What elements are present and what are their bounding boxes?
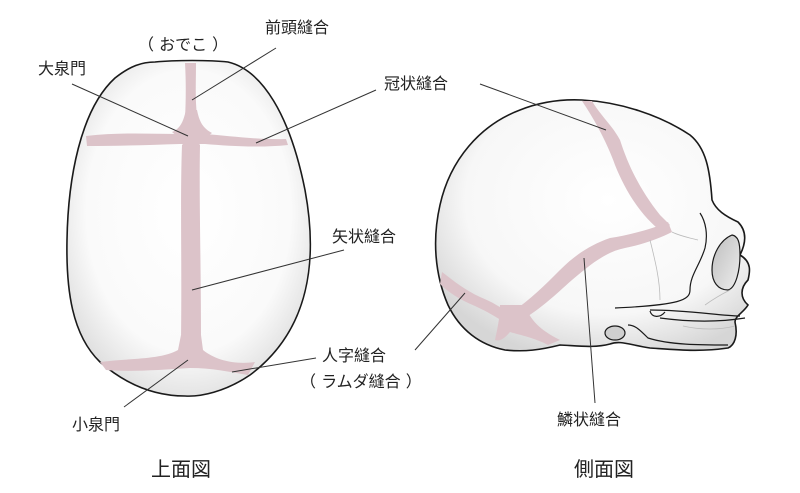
jaw-underline: [627, 324, 729, 346]
ear-canal: [604, 325, 626, 341]
lambdoid-suture-shape: [100, 335, 255, 375]
leader-lines: [71, 47, 607, 408]
leader-sagittal-suture: [191, 249, 345, 291]
caption-top-view: 上面図: [151, 457, 211, 481]
side-skull-outline: [434, 99, 751, 352]
leader-lambdoid-side: [414, 292, 466, 351]
maxilla-line: [649, 309, 741, 317]
top-sutures: [86, 63, 288, 375]
facial-details: [604, 212, 746, 346]
top-view-skull: [66, 59, 312, 397]
label-anterior-fontanelle: 大泉門: [38, 59, 87, 78]
side-view-skull: [434, 99, 751, 352]
orbit-outline: [711, 234, 741, 291]
label-coronal-suture: 冠状縫合: [384, 74, 449, 93]
leader-coronal-suture-top: [255, 89, 377, 144]
side-lambdoid-suture-shape: [440, 272, 515, 326]
squamous-suture-shape: [512, 222, 672, 322]
leader-squamous-suture: [583, 257, 596, 404]
leader-coronal-suture-side: [479, 83, 607, 131]
asterion-junction-shape: [495, 305, 560, 345]
coronal-suture-shape: [86, 133, 288, 147]
leader-anterior-fontanelle: [71, 83, 189, 137]
frontal-suture-shape: [185, 63, 197, 118]
label-frontal-suture: 前頭縫合: [265, 18, 330, 37]
side-coronal-suture-shape: [582, 101, 670, 232]
label-posterior-fontanelle: 小泉門: [72, 415, 121, 434]
label-lambdoid-suture: 人字縫合: [322, 346, 387, 365]
label-sagittal-suture: 矢状縫合: [332, 227, 397, 246]
leader-posterior-fontanelle: [123, 359, 189, 408]
sagittal-suture-shape: [181, 145, 201, 340]
caption-side-view: 側面図: [574, 457, 634, 481]
label-forehead: （ おでこ ）: [138, 35, 229, 54]
label-lambdoid-suture-alt: （ ラムダ縫合 ）: [300, 372, 422, 391]
tooth-bud: [649, 310, 666, 317]
faint-lines: [649, 231, 736, 330]
side-sutures: [440, 101, 672, 345]
mandible-line: [659, 317, 746, 322]
leader-lambdoid-top: [231, 357, 317, 373]
label-squamous-suture: 鱗状縫合: [557, 410, 622, 429]
brow-ridge-line: [614, 212, 707, 309]
leader-frontal-suture: [191, 47, 277, 101]
